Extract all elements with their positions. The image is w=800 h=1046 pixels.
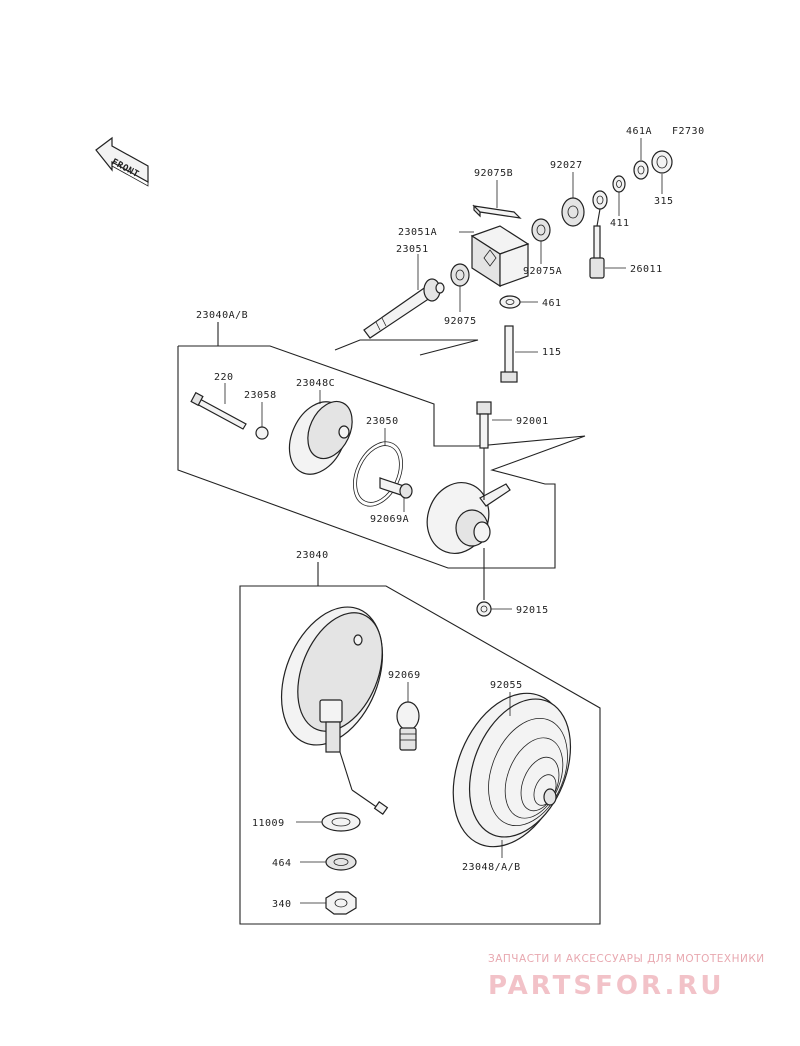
part-23050-gasket xyxy=(353,441,403,507)
part-26011-lead xyxy=(589,225,605,279)
label-92027: 92027 xyxy=(550,160,583,171)
part-340-nut xyxy=(325,891,357,915)
part-23051a-bracket xyxy=(470,225,530,288)
part-411-terminal xyxy=(592,190,608,227)
group-outline-23040 xyxy=(239,585,601,925)
part-92027-grommet xyxy=(561,197,585,227)
label-461: 461 xyxy=(542,298,562,309)
label-23048ab: 23048/A/B xyxy=(462,862,521,873)
group-outline-23040ab xyxy=(177,345,586,569)
label-92075: 92075 xyxy=(444,316,477,327)
front-arrow-icon: FRONT xyxy=(95,136,149,187)
part-92001-bolt xyxy=(476,401,492,500)
part-92069-bulb xyxy=(396,701,420,751)
label-92001: 92001 xyxy=(516,416,549,427)
label-461a: 461A xyxy=(626,126,652,137)
label-11009: 11009 xyxy=(252,818,285,829)
part-11009-washer xyxy=(321,812,361,832)
part-220-screw xyxy=(190,391,247,430)
label-92015: 92015 xyxy=(516,605,549,616)
leader-lines xyxy=(224,138,663,904)
part-92075-bushing xyxy=(450,263,470,287)
label-115: 115 xyxy=(542,347,562,358)
part-23051-shaft xyxy=(363,278,445,339)
part-23058-nut xyxy=(255,426,269,440)
label-92069: 92069 xyxy=(388,670,421,681)
part-mount-body xyxy=(426,482,511,554)
part-headlight-rim xyxy=(280,606,389,815)
label-92055: 92055 xyxy=(490,680,523,691)
label-23050: 23050 xyxy=(366,416,399,427)
label-23040ab: 23040A/B xyxy=(196,310,248,321)
label-315: 315 xyxy=(654,196,674,207)
label-220: 220 xyxy=(214,372,234,383)
label-23051: 23051 xyxy=(396,244,429,255)
label-23051a: 23051A xyxy=(398,227,437,238)
part-92075b-plate xyxy=(472,204,522,219)
part-23048c-housing xyxy=(288,400,353,475)
watermark-tagline: ЗАПЧАСТИ И АКСЕССУАРЫ ДЛЯ МОТОТЕХНИКИ xyxy=(488,953,765,965)
part-92055-lens xyxy=(452,692,572,848)
label-23048c: 23048C xyxy=(296,378,335,389)
part-315-nut xyxy=(651,150,673,174)
part-92075a-bushing xyxy=(531,218,551,242)
part-92015-nut xyxy=(476,548,492,617)
watermark-brand: PARTSFOR.RU xyxy=(488,971,724,1001)
label-92075a: 92075A xyxy=(523,266,562,277)
part-92069a-socket xyxy=(379,477,413,499)
label-92075b: 92075B xyxy=(474,168,513,179)
label-340: 340 xyxy=(272,899,292,910)
label-92069a: 92069A xyxy=(370,514,409,525)
part-washer-small xyxy=(612,175,626,193)
part-461a-washer xyxy=(633,160,649,180)
label-411: 411 xyxy=(610,218,630,229)
label-464: 464 xyxy=(272,858,292,869)
part-115-bolt xyxy=(500,325,518,383)
label-26011: 26011 xyxy=(630,264,663,275)
figure-code: F2730 xyxy=(672,126,705,137)
label-23058: 23058 xyxy=(244,390,277,401)
label-23040: 23040 xyxy=(296,550,329,561)
part-464-lockwasher xyxy=(325,853,357,871)
part-461-washer xyxy=(499,295,521,309)
